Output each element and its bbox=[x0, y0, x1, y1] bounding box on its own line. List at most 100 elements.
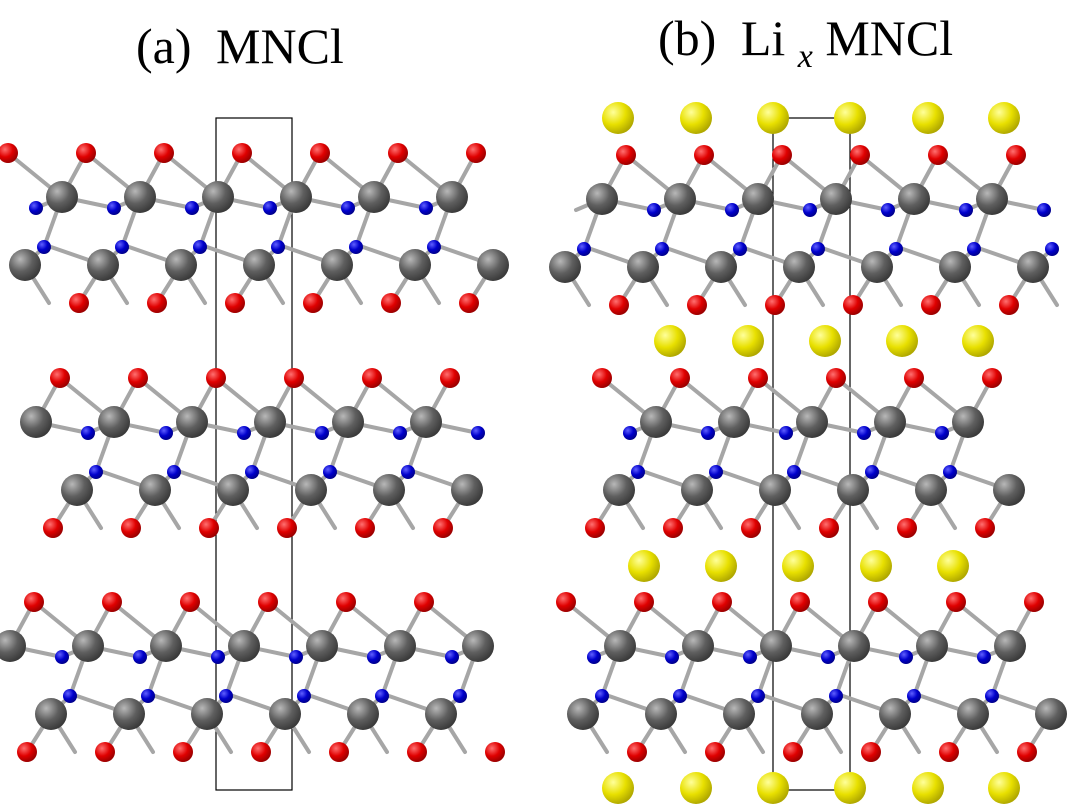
nitrogen-atom bbox=[167, 465, 181, 479]
nitrogen-atom bbox=[471, 426, 485, 440]
nitrogen-atom bbox=[419, 201, 433, 215]
nitrogen-atom bbox=[857, 426, 871, 440]
metal-atom bbox=[801, 698, 833, 730]
metal-atom bbox=[820, 183, 852, 215]
metal-atom bbox=[87, 249, 119, 281]
nitrogen-atom bbox=[647, 203, 661, 217]
lithium-atom bbox=[809, 325, 841, 357]
nitrogen-atom bbox=[55, 650, 69, 664]
chlorine-atom bbox=[946, 592, 966, 612]
metal-atom bbox=[976, 183, 1008, 215]
nitrogen-atom bbox=[141, 689, 155, 703]
metal-atom bbox=[549, 251, 581, 283]
nitrogen-atom bbox=[245, 465, 259, 479]
metal-atom bbox=[586, 183, 618, 215]
lithium-atom bbox=[705, 550, 737, 582]
lithium-atom bbox=[860, 550, 892, 582]
metal-atom bbox=[280, 181, 312, 213]
nitrogen-atom bbox=[1037, 203, 1051, 217]
metal-atom bbox=[874, 406, 906, 438]
lithium-atom bbox=[628, 550, 660, 582]
nitrogen-atom bbox=[587, 650, 601, 664]
chlorine-atom bbox=[258, 592, 278, 612]
metal-atom bbox=[191, 698, 223, 730]
chlorine-atom bbox=[556, 592, 576, 612]
metal-atom bbox=[295, 474, 327, 506]
chlorine-atom bbox=[843, 295, 863, 315]
metal-atom bbox=[176, 406, 208, 438]
lithium-atom bbox=[988, 102, 1020, 134]
metal-atom bbox=[705, 251, 737, 283]
nitrogen-atom bbox=[665, 650, 679, 664]
metal-atom bbox=[861, 251, 893, 283]
lithium-atom bbox=[732, 325, 764, 357]
metal-atom bbox=[0, 630, 26, 662]
chlorine-atom bbox=[634, 592, 654, 612]
panel-b-formula-main: MNCl bbox=[825, 10, 953, 66]
chlorine-atom bbox=[355, 518, 375, 538]
nitrogen-atom bbox=[193, 240, 207, 254]
lithium-atom bbox=[654, 325, 686, 357]
metal-atom bbox=[1017, 251, 1049, 283]
chlorine-atom bbox=[180, 592, 200, 612]
nitrogen-atom bbox=[743, 650, 757, 664]
chlorine-atom bbox=[303, 293, 323, 313]
chlorine-atom bbox=[939, 742, 959, 762]
metal-atom bbox=[410, 406, 442, 438]
nitrogen-atom bbox=[297, 689, 311, 703]
nitrogen-atom bbox=[889, 242, 903, 256]
metal-atom bbox=[358, 181, 390, 213]
panel-a-formula: MNCl bbox=[216, 18, 344, 74]
metal-atom bbox=[477, 249, 509, 281]
metal-atom bbox=[994, 630, 1026, 662]
lithium-atom bbox=[834, 102, 866, 134]
metal-atom bbox=[742, 183, 774, 215]
nitrogen-atom bbox=[349, 240, 363, 254]
chlorine-atom bbox=[627, 742, 647, 762]
chlorine-atom bbox=[741, 518, 761, 538]
chlorine-atom bbox=[69, 293, 89, 313]
metal-atom bbox=[603, 474, 635, 506]
metal-atom bbox=[217, 474, 249, 506]
metal-atom bbox=[718, 406, 750, 438]
nitrogen-atom bbox=[577, 242, 591, 256]
chlorine-atom bbox=[687, 295, 707, 315]
nitrogen-atom bbox=[63, 689, 77, 703]
nitrogen-atom bbox=[29, 201, 43, 215]
panel-a-label: (a) bbox=[136, 18, 192, 74]
lithium-atom bbox=[602, 772, 634, 804]
chlorine-atom bbox=[76, 143, 96, 163]
lithium-atom bbox=[757, 102, 789, 134]
nitrogen-atom bbox=[237, 426, 251, 440]
nitrogen-atom bbox=[655, 242, 669, 256]
nitrogen-atom bbox=[375, 689, 389, 703]
chlorine-atom bbox=[1024, 592, 1044, 612]
nitrogen-atom bbox=[453, 689, 467, 703]
metal-atom bbox=[640, 406, 672, 438]
nitrogen-atom bbox=[811, 242, 825, 256]
metal-atom bbox=[139, 474, 171, 506]
nitrogen-atom bbox=[133, 650, 147, 664]
nitrogen-atom bbox=[803, 203, 817, 217]
unit-cell-b bbox=[772, 117, 851, 791]
nitrogen-atom bbox=[393, 426, 407, 440]
metal-atom bbox=[783, 251, 815, 283]
chlorine-atom bbox=[433, 518, 453, 538]
metal-atom bbox=[113, 698, 145, 730]
nitrogen-atom bbox=[935, 426, 949, 440]
metal-atom bbox=[993, 474, 1025, 506]
metal-atom bbox=[306, 630, 338, 662]
chlorine-atom bbox=[748, 368, 768, 388]
chlorine-atom bbox=[329, 742, 349, 762]
metal-atom bbox=[332, 406, 364, 438]
chlorine-atom bbox=[24, 592, 44, 612]
metal-atom bbox=[425, 698, 457, 730]
chlorine-atom bbox=[783, 742, 803, 762]
chlorine-atom bbox=[173, 742, 193, 762]
chlorine-atom bbox=[206, 368, 226, 388]
chlorine-atom bbox=[826, 368, 846, 388]
metal-atom bbox=[916, 630, 948, 662]
atoms-layer bbox=[0, 102, 1067, 804]
metal-atom bbox=[645, 698, 677, 730]
chlorine-atom bbox=[199, 518, 219, 538]
